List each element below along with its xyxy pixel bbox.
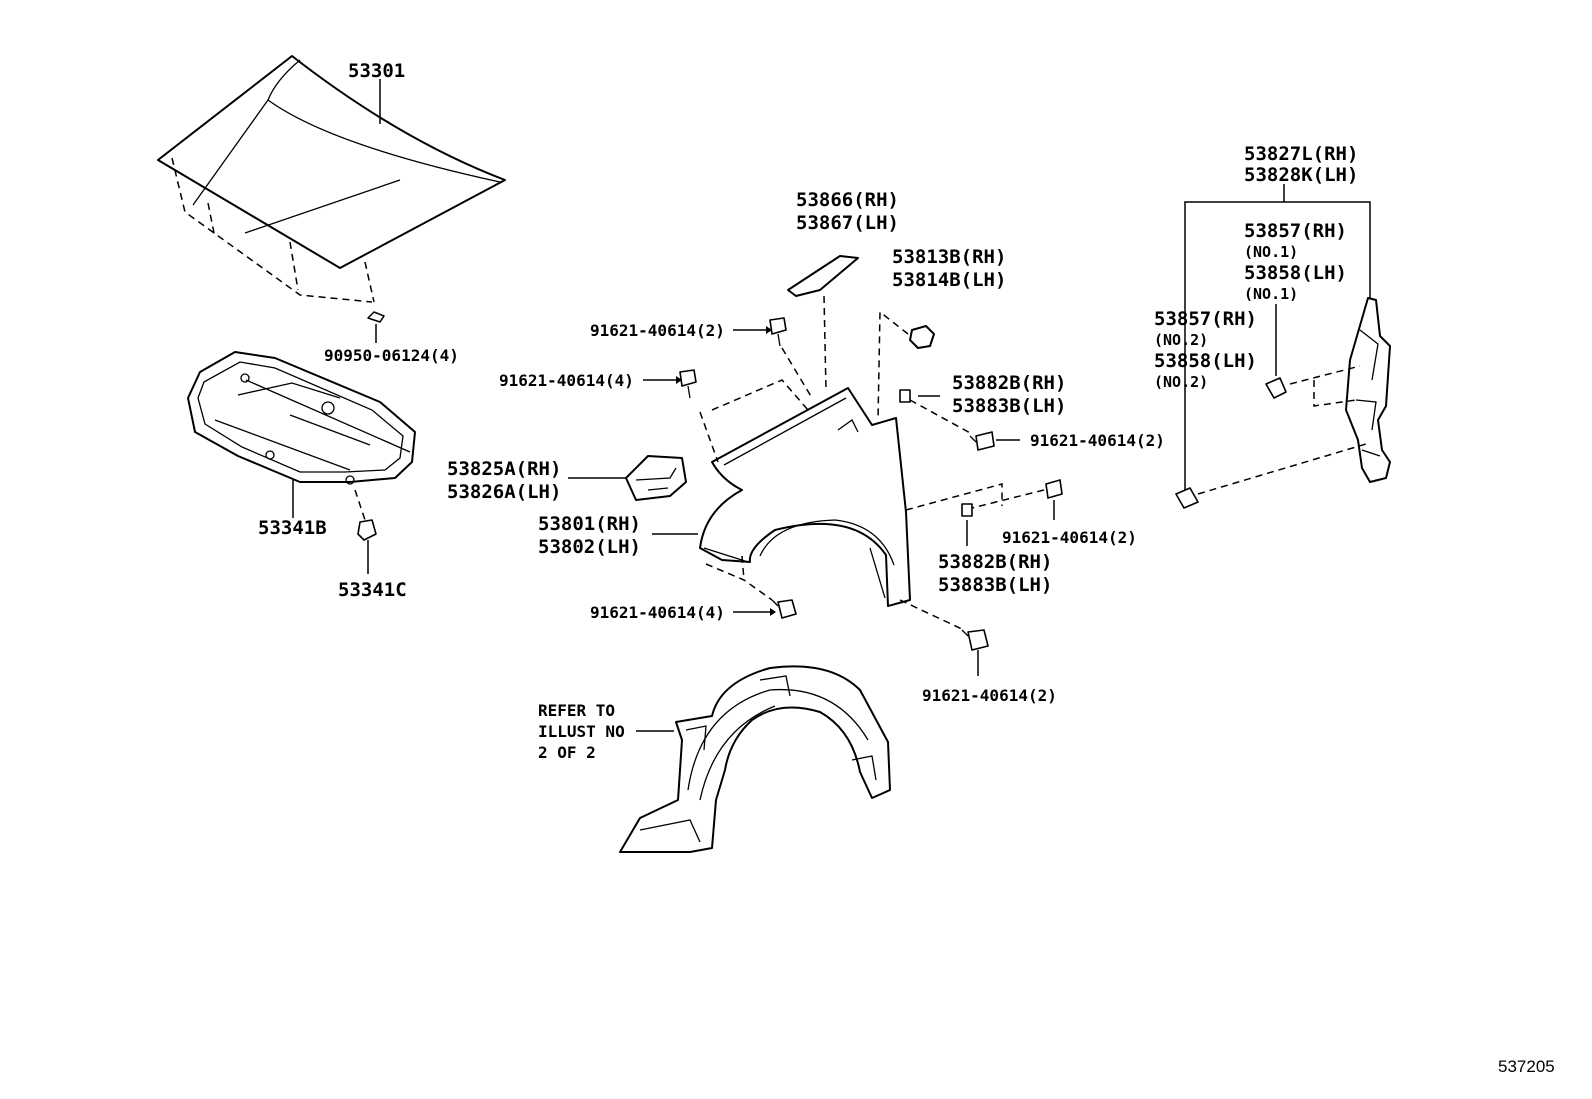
nut-upper-part[interactable] bbox=[899, 389, 911, 403]
clip-no1-lh-label: 53858(LH) bbox=[1244, 262, 1347, 284]
clip-no1-rh-label: 53857(RH) bbox=[1244, 220, 1347, 242]
protector-lh-label: 53828K(LH) bbox=[1244, 164, 1358, 186]
front-fender-part[interactable] bbox=[699, 387, 911, 607]
bolt-upper-left-part[interactable] bbox=[679, 369, 697, 399]
refer-line2: ILLUST NO bbox=[538, 722, 625, 741]
bolt-bottom-label: 91621-40614(2) bbox=[922, 686, 1057, 705]
clip-no2-lh-note: (NO.2) bbox=[1154, 373, 1208, 391]
nut-lower-lh-label: 53883B(LH) bbox=[938, 574, 1052, 596]
cushion-lh-label: 53814B(LH) bbox=[892, 269, 1006, 291]
hood-label: 53301 bbox=[348, 60, 405, 82]
clip-no2-lh-label: 53858(LH) bbox=[1154, 350, 1257, 372]
clip-no2-rh-label: 53857(RH) bbox=[1154, 308, 1257, 330]
seal-rh-label: 53866(RH) bbox=[796, 189, 899, 211]
bolt-top-label: 91621-40614(2) bbox=[590, 321, 725, 340]
fender-rh-label: 53801(RH) bbox=[538, 513, 641, 535]
clip-no2-rh-note: (NO.2) bbox=[1154, 331, 1208, 349]
insulator-label: 53341B bbox=[258, 517, 327, 539]
bracket-rh-label: 53825A(RH) bbox=[447, 458, 561, 480]
insulator-clip-part[interactable] bbox=[354, 489, 377, 541]
refer-line3: 2 OF 2 bbox=[538, 743, 596, 762]
bolt-right-mid-label: 91621-40614(2) bbox=[1030, 431, 1165, 450]
bolt-bottom-part[interactable] bbox=[961, 629, 989, 651]
bracket-lh-label: 53826A(LH) bbox=[447, 481, 561, 503]
cushion-rh-label: 53813B(RH) bbox=[892, 246, 1006, 268]
fender-lh-label: 53802(LH) bbox=[538, 536, 641, 558]
fender-protector-part[interactable] bbox=[1345, 297, 1391, 483]
bolt-right-mid-part[interactable] bbox=[969, 431, 995, 451]
bolt-lower-left-label: 91621-40614(4) bbox=[590, 603, 725, 622]
bolt-right-lower-label: 91621-40614(2) bbox=[1002, 528, 1137, 547]
fender-seal-part[interactable] bbox=[787, 255, 859, 297]
refer-line1: REFER TO bbox=[538, 701, 615, 720]
bolt-upper-left-label: 91621-40614(4) bbox=[499, 371, 634, 390]
bolt-top-part[interactable] bbox=[769, 317, 787, 347]
clip-no1-rh-note: (NO.1) bbox=[1244, 243, 1298, 261]
clip-no1-part[interactable] bbox=[1265, 377, 1287, 399]
nut-upper-rh-label: 53882B(RH) bbox=[952, 372, 1066, 394]
fender-bracket-part[interactable] bbox=[625, 455, 687, 501]
clip-no2-part[interactable] bbox=[1175, 487, 1199, 509]
hood-clip-label: 90950-06124(4) bbox=[324, 346, 459, 365]
hood-part[interactable] bbox=[157, 55, 506, 303]
nut-upper-lh-label: 53883B(LH) bbox=[952, 395, 1066, 417]
bolt-right-lower-part[interactable] bbox=[1045, 479, 1063, 499]
hood-insulator-part[interactable] bbox=[187, 351, 416, 485]
insulator-clip-label: 53341C bbox=[338, 579, 407, 601]
clip-no1-lh-note: (NO.1) bbox=[1244, 285, 1298, 303]
nut-lower-rh-label: 53882B(RH) bbox=[938, 551, 1052, 573]
seal-lh-label: 53867(LH) bbox=[796, 212, 899, 234]
fender-cushion-part[interactable] bbox=[909, 325, 935, 349]
fender-liner-part[interactable] bbox=[619, 665, 891, 853]
illustration-number: 537205 bbox=[1498, 1057, 1555, 1076]
nut-lower-part[interactable] bbox=[961, 503, 973, 517]
protector-rh-label: 53827L(RH) bbox=[1244, 143, 1358, 165]
hood-clip-part[interactable] bbox=[367, 311, 385, 323]
bolt-lower-left-part[interactable] bbox=[771, 599, 797, 619]
